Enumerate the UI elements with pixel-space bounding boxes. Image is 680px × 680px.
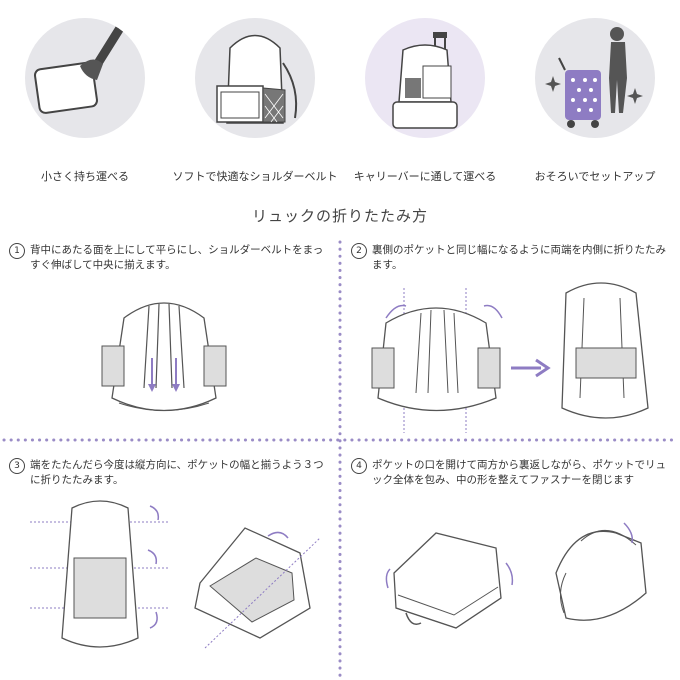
- feature-caption: 小さく持ち運べる: [41, 170, 129, 183]
- carry-bar-suitcase-icon: [392, 32, 458, 129]
- step-number: 4: [351, 458, 367, 474]
- feature-carry-bar: キャリーバーに通して運べる: [340, 0, 510, 200]
- hand-carry-pouch-icon: [33, 23, 125, 114]
- step-text: 端をたたんだら今度は縦方向に、ポケットの幅と揃うよう３つに折りたたみます。: [30, 459, 324, 486]
- step-4: 4 ポケットの口を開けて両方から裏返しながら、ポケットでリュック全体を包み、中の…: [346, 458, 676, 658]
- backpack-flat-illustration: [101, 302, 227, 412]
- step-text: 背中にあたる面を上にして平らにし、ショルダーベルトをまっすぐ伸ばして中央に揃えま…: [30, 244, 324, 271]
- feature-caption: おそろいでセットアップ: [534, 170, 656, 183]
- step-number: 1: [9, 243, 25, 259]
- feature-setup: おそろいでセットアップ: [510, 0, 680, 200]
- feature-circle: [535, 18, 655, 138]
- step-2: 2 裏側のポケットと同じ幅になるように両端を内側に折りたたみます。: [346, 243, 676, 443]
- step-text: ポケットの口を開けて両方から裏返しながら、ポケットでリュック全体を包み、中の形を…: [372, 459, 666, 486]
- feature-circle: [195, 18, 315, 138]
- step-3: 3 端をたたんだら今度は縦方向に、ポケットの幅と揃うよう３つに折りたたみます。: [4, 458, 334, 658]
- section-title: リュックの折りたたみ方: [251, 207, 428, 225]
- backpack-icon: [216, 34, 298, 124]
- step-1: 1 背中にあたる面を上にして平らにし、ショルダーベルトをまっすぐ伸ばして中央に揃…: [4, 243, 334, 443]
- feature-circle: [365, 18, 485, 138]
- backpack-trifold-illustration: [30, 500, 321, 649]
- step-number: 2: [351, 243, 367, 259]
- backpack-fold-sides-illustration: [371, 282, 649, 433]
- horizontal-divider: [2, 438, 678, 442]
- backpack-pouch-wrap-illustration: [385, 522, 647, 629]
- feature-caption: キャリーバーに通して運べる: [353, 170, 497, 183]
- step-number: 3: [9, 458, 25, 474]
- feature-carry: 小さく持ち運べる: [0, 0, 170, 200]
- step-text: 裏側のポケットと同じ幅になるように両端を内側に折りたたみます。: [372, 244, 666, 271]
- feature-circle: [25, 18, 145, 138]
- feature-shoulder-belt: ソフトで快適なショルダーベルト: [170, 0, 340, 200]
- feature-caption: ソフトで快適なショルダーベルト: [172, 170, 338, 183]
- person-with-cart-icon: [545, 27, 643, 128]
- vertical-divider: [338, 240, 342, 680]
